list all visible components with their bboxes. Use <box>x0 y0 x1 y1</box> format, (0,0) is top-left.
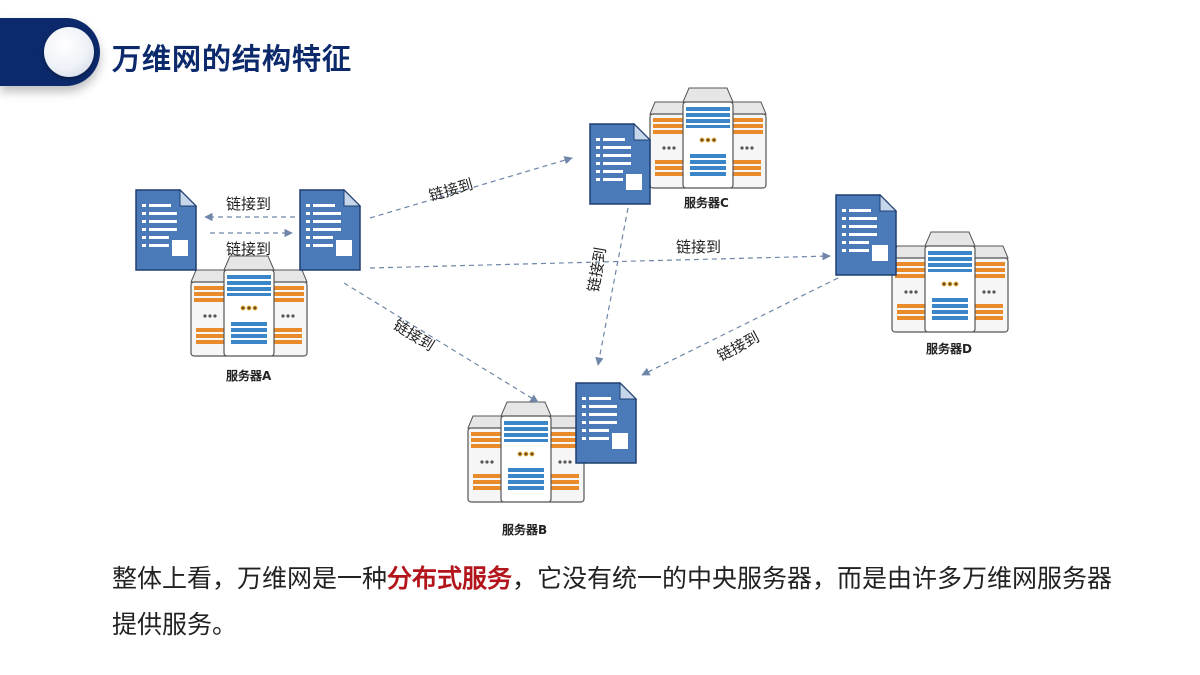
link-arrow-a-to-d <box>369 251 831 269</box>
caption-part1: 整体上看，万维网是一种 <box>112 564 388 593</box>
server-c-icon <box>650 88 766 188</box>
server-b-label: 服务器B <box>502 522 547 537</box>
link-label-d-b: 链接到 <box>714 328 762 365</box>
link-label-a-b: 链接到 <box>390 316 438 355</box>
server-d-icon <box>892 232 1008 332</box>
caption-highlight: 分布式服务 <box>387 564 513 593</box>
doc-a1-icon <box>135 189 197 271</box>
server-c-label: 服务器C <box>684 195 729 210</box>
server-d-label: 服务器D <box>926 341 972 356</box>
server-a-label: 服务器A <box>226 368 272 383</box>
link-label-c-b: 链接到 <box>584 246 610 293</box>
link-label-a-d: 链接到 <box>676 238 721 256</box>
server-b-icon <box>468 402 584 502</box>
server-a-icon <box>191 256 307 356</box>
doc-c-icon <box>589 123 651 205</box>
link-arrow-d-to-b <box>641 277 839 376</box>
doc-a2-icon <box>299 189 361 271</box>
link-arrow-a-to-c <box>369 156 573 219</box>
page-title: 万维网的结构特征 <box>112 42 353 76</box>
link-arrow-a-to-b <box>343 282 539 403</box>
doc-b-icon <box>575 382 637 464</box>
header-circle <box>44 27 94 77</box>
link-label-a1-a2: 链接到 <box>226 240 271 258</box>
doc-d-icon <box>835 194 897 276</box>
link-label-a2-a1: 链接到 <box>226 195 271 213</box>
caption-text: 整体上看，万维网是一种分布式服务，它没有统一的中央服务器，而是由许多万维网服务器… <box>112 556 1122 648</box>
caption-part2: ，它没有统一的中央服务器，而是由许多万维网服务器提供服务。 <box>112 564 1113 639</box>
link-label-a-c: 链接到 <box>427 175 475 205</box>
